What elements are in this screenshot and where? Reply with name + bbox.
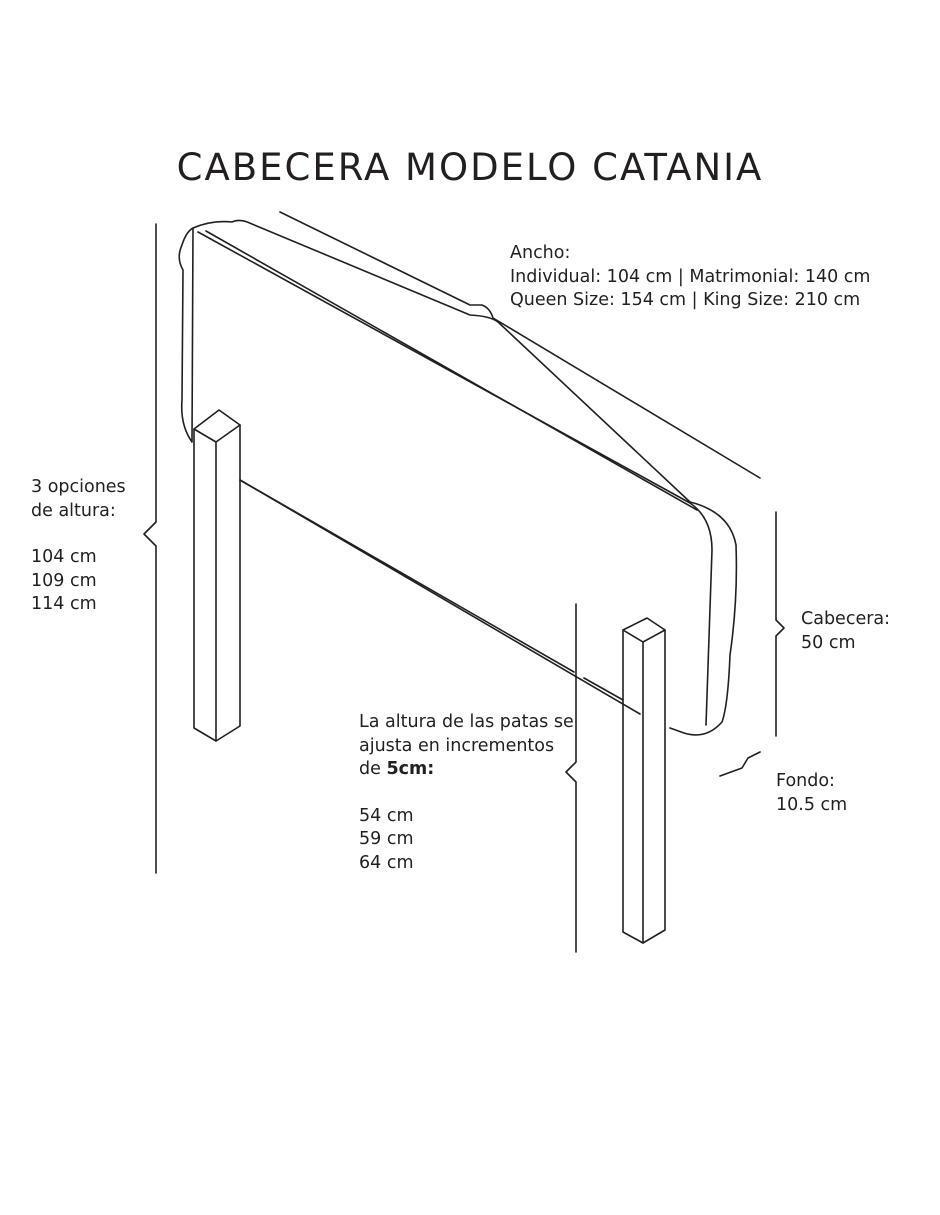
headboard-heading: Cabecera:: [801, 609, 891, 629]
width-line-1: Individual: 104 cm | Matrimonial: 140 cm: [510, 266, 871, 287]
headboard-label: Cabecera: 50 cm: [801, 608, 890, 655]
legs-line-3-prefix: de: [359, 759, 387, 779]
legs-line-1: La altura de las patas se: [359, 712, 574, 732]
headboard-value: 50 cm: [801, 632, 856, 653]
width-line-2: Queen Size: 154 cm | King Size: 210 cm: [510, 290, 861, 310]
leg-option: 54 cm: [359, 805, 414, 826]
headboard-top-edge: [197, 231, 713, 726]
depth-value: 10.5 cm: [776, 794, 848, 815]
right-leg: [622, 617, 666, 944]
legs-line-2: ajusta en incrementos: [359, 735, 555, 756]
height-option: 114 cm: [31, 594, 97, 614]
leg-option: 59 cm: [359, 829, 414, 849]
width-dimension-line: [279, 211, 761, 479]
height-option: 104 cm: [31, 547, 97, 567]
headboard-height-dimension-line: [775, 511, 785, 737]
leg-option: 64 cm: [359, 852, 414, 873]
depth-heading: Fondo:: [776, 771, 835, 791]
legs-increment: 5cm:: [386, 759, 435, 779]
legs-label: La altura de las patas se ajusta en incr…: [359, 711, 574, 875]
height-line-1: 3 opciones: [31, 477, 126, 497]
width-heading: Ancho:: [510, 243, 571, 263]
leg-height-dimension-line: [565, 603, 577, 953]
height-line-2: de altura:: [31, 500, 116, 521]
page-title: CABECERA MODELO CATANIA: [176, 146, 764, 189]
height-option: 109 cm: [31, 570, 97, 591]
width-label: Ancho: Individual: 104 cm | Matrimonial:…: [510, 242, 870, 313]
depth-dimension-line: [719, 751, 761, 777]
left-leg: [193, 409, 241, 742]
legs-line-3: de 5cm:: [359, 758, 574, 782]
depth-label: Fondo: 10.5 cm: [776, 770, 847, 817]
height-label: 3 opciones de altura: 104 cm 109 cm 114 …: [31, 476, 126, 617]
headboard-inner-edge: [205, 230, 698, 511]
headboard-bottom-edge: [239, 479, 624, 701]
height-dimension-line: [143, 223, 157, 874]
